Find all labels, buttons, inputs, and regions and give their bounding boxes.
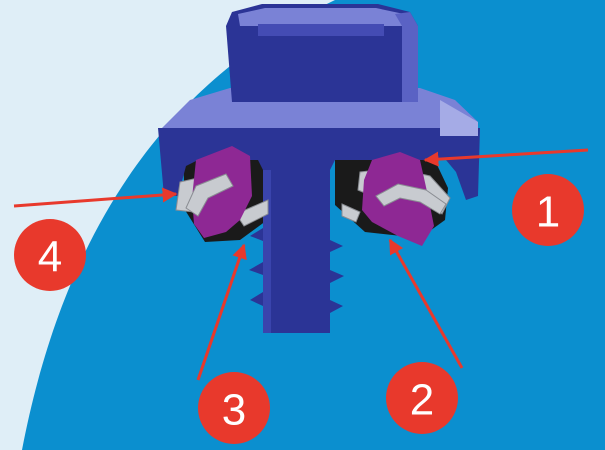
- callout-badge-1: 1: [512, 174, 584, 246]
- screw-shank: [263, 158, 330, 333]
- callout-label-3: 3: [222, 386, 246, 435]
- callout-label-4: 4: [38, 233, 62, 282]
- callout-badge-2: 2: [386, 362, 458, 434]
- callout-label-2: 2: [410, 376, 434, 425]
- callout-badge-4: 4: [14, 219, 86, 291]
- callout-badge-3: 3: [198, 372, 270, 444]
- callout-label-1: 1: [536, 188, 560, 237]
